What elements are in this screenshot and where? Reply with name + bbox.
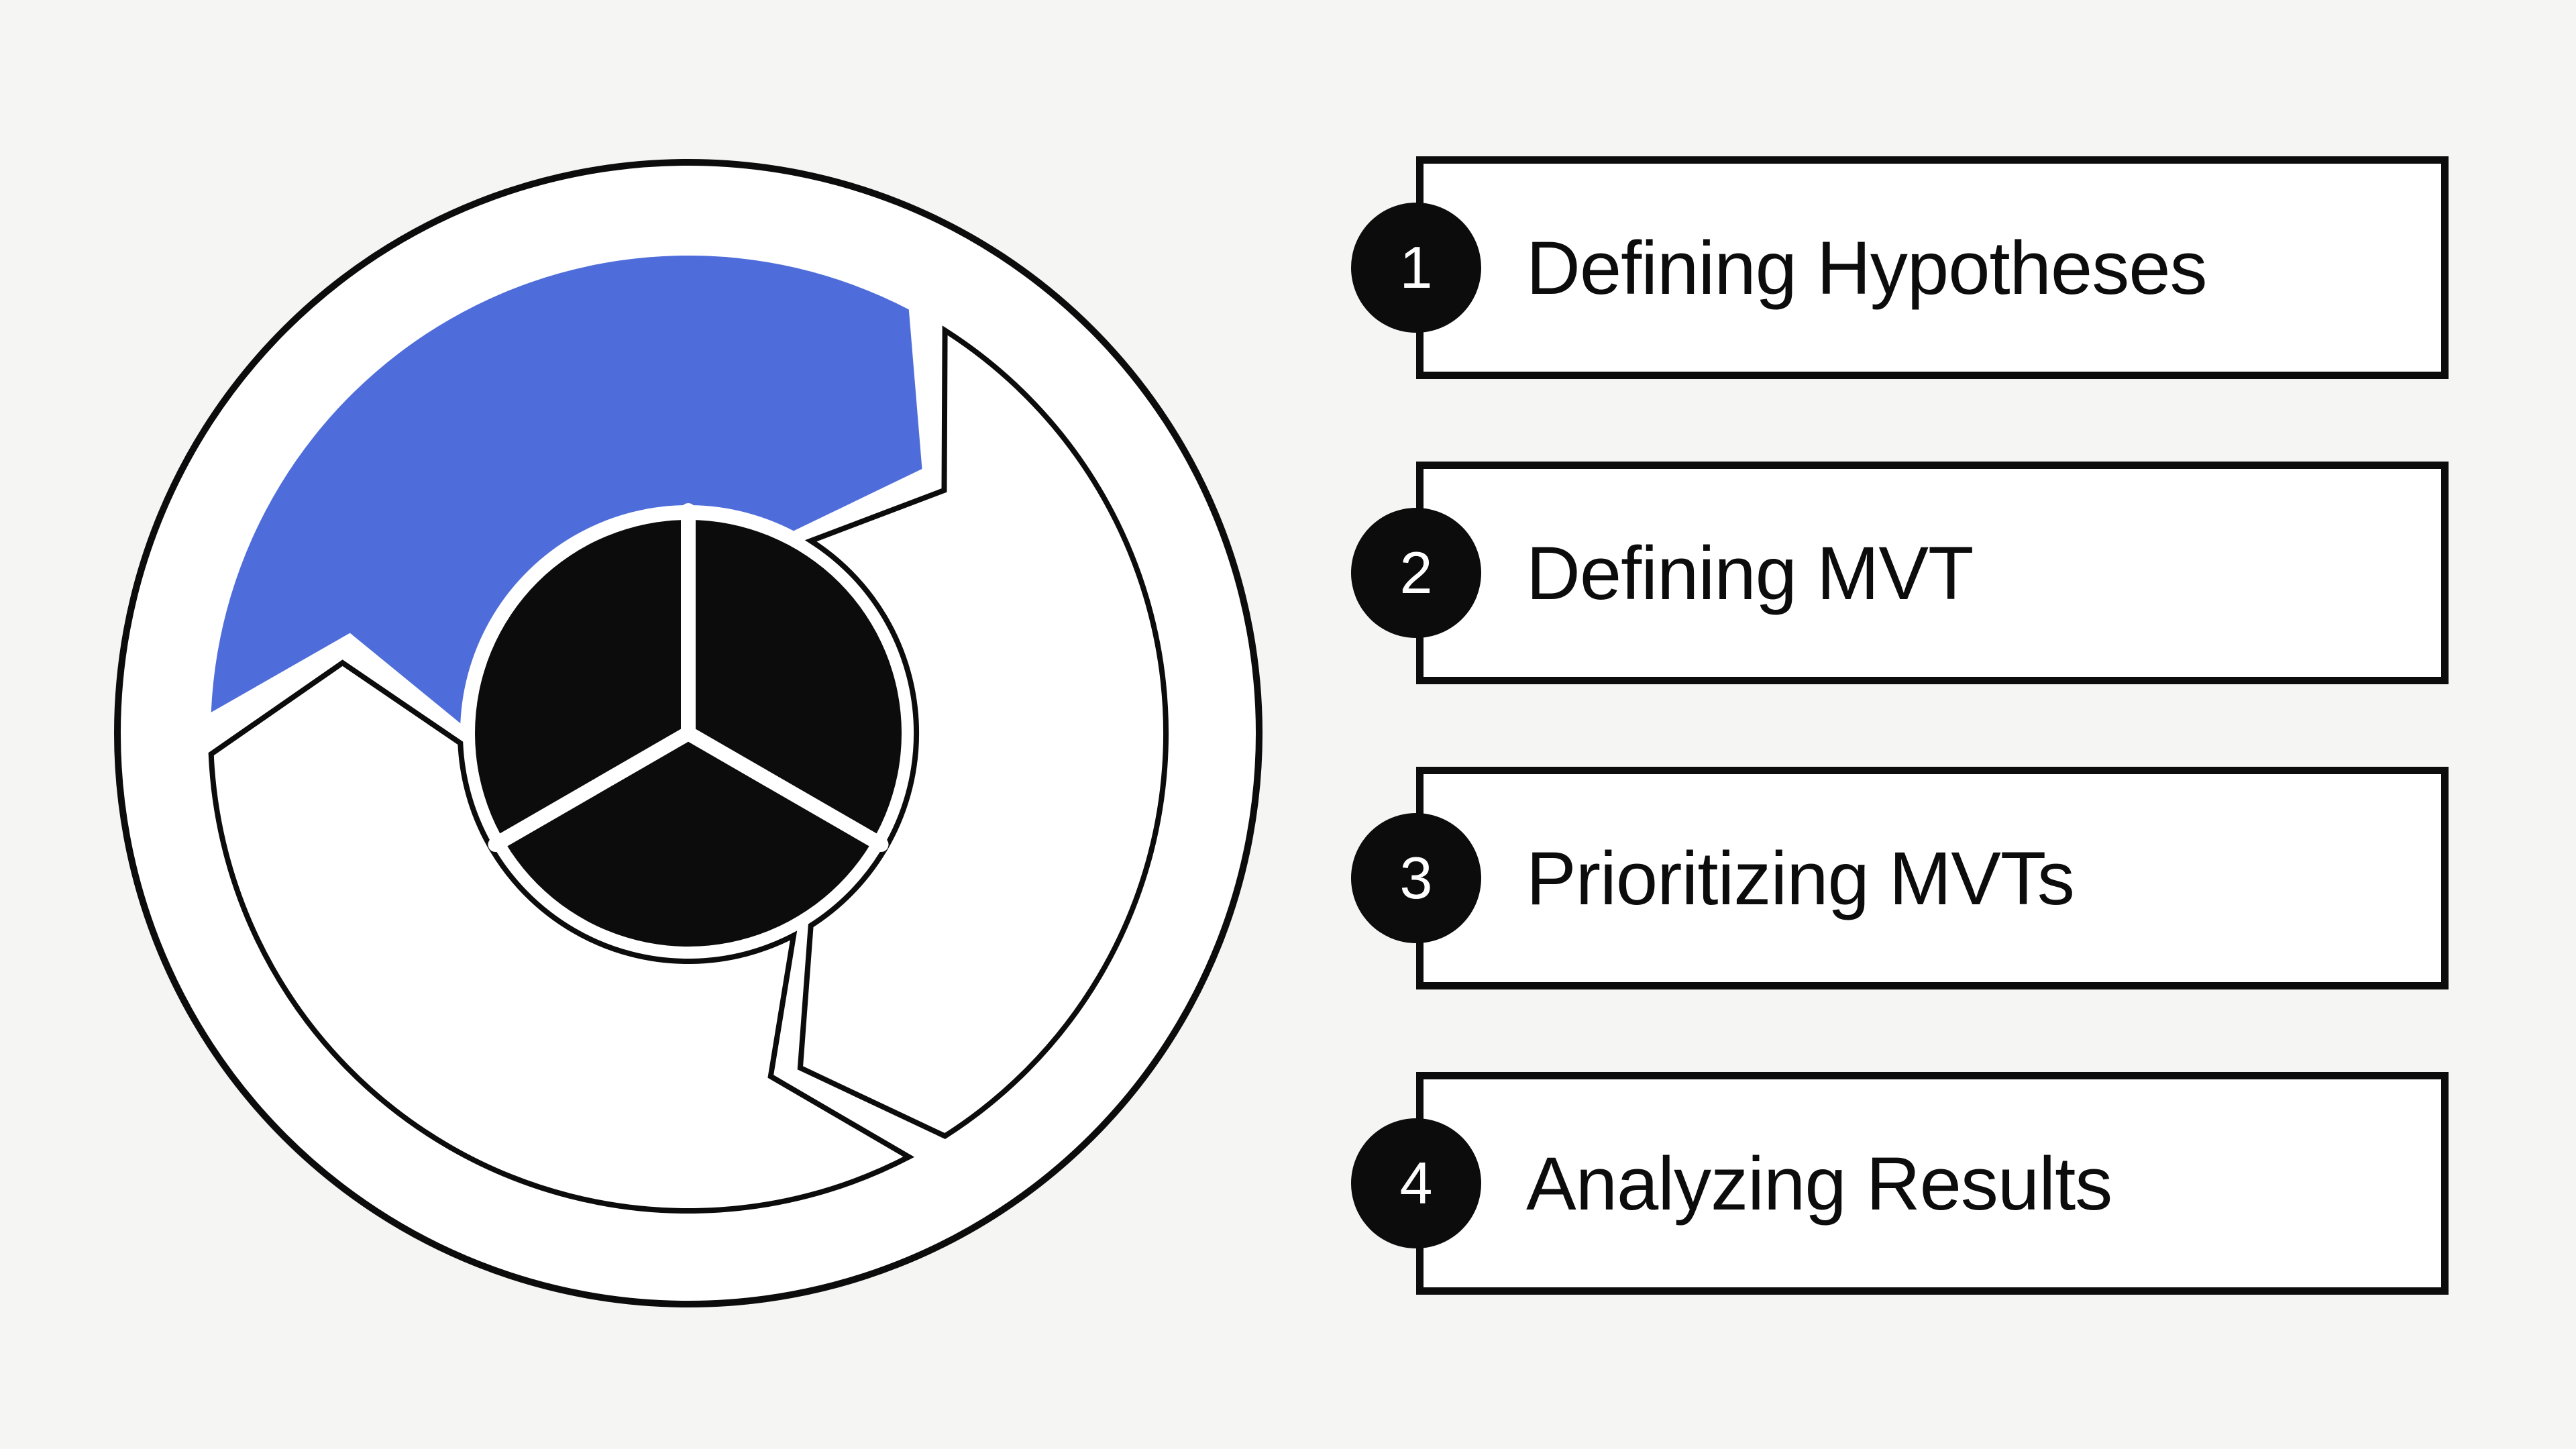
step-item-4: 4 Analyzing Results [1351, 1072, 2449, 1295]
step-number-badge: 1 [1351, 203, 1481, 333]
step-number: 2 [1399, 539, 1433, 606]
segment-right-arrow [797, 325, 1169, 1140]
segment-bottom-left-arrow [208, 659, 915, 1214]
step-label: Defining MVT [1526, 531, 1974, 615]
step-label: Analyzing Results [1526, 1141, 2112, 1226]
step-label: Defining Hypotheses [1526, 225, 2207, 310]
segment-top-left-arrow-highlighted [211, 255, 922, 724]
step-number: 3 [1399, 845, 1433, 911]
step-number: 1 [1399, 234, 1433, 301]
step-item-1: 1 Defining Hypotheses [1351, 156, 2449, 379]
hub-spoke [681, 726, 889, 852]
hub-spoke [488, 726, 696, 852]
step-number-badge: 3 [1351, 813, 1481, 943]
step-number-badge: 2 [1351, 508, 1481, 638]
step-item-3: 3 Prioritizing MVTs [1351, 767, 2449, 989]
step-number: 4 [1399, 1150, 1433, 1216]
step-number-badge: 4 [1351, 1118, 1481, 1248]
steps-list: 1 Defining Hypotheses 2 Defining MVT 3 P… [1351, 156, 2449, 1295]
step-label: Prioritizing MVTs [1526, 836, 2075, 920]
hub-spokes [488, 503, 889, 852]
step-item-2: 2 Defining MVT [1351, 462, 2449, 684]
